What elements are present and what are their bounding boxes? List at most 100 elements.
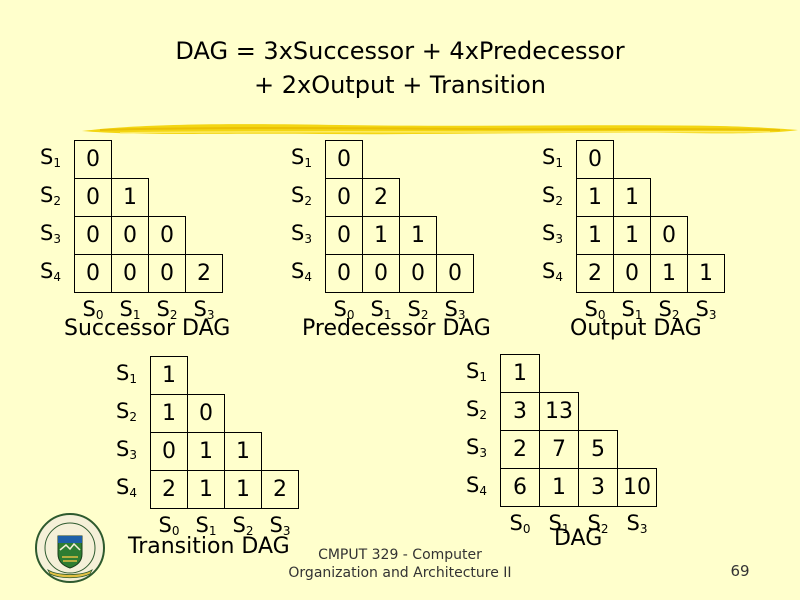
empty-cell bbox=[400, 179, 437, 217]
column-label: S0 bbox=[584, 297, 606, 322]
table-cell: 0 bbox=[111, 216, 149, 255]
table-cell: 6 bbox=[500, 468, 540, 507]
page-number: 69 bbox=[730, 562, 750, 580]
table-cell: 0 bbox=[325, 254, 363, 293]
table-cell: 1 bbox=[150, 356, 188, 395]
table-cell: 10 bbox=[617, 468, 657, 507]
empty-cell bbox=[186, 179, 223, 217]
row-label: S3 bbox=[116, 436, 137, 462]
table-cell: 1 bbox=[613, 216, 651, 255]
row-label: S3 bbox=[40, 220, 61, 246]
table-cell: 0 bbox=[436, 254, 474, 293]
table-cell: 0 bbox=[325, 140, 363, 179]
column-label: S3 bbox=[444, 297, 466, 322]
brush-stroke-divider bbox=[82, 124, 798, 135]
title-line-1: DAG = 3xSuccessor + 4xPredecessor bbox=[175, 37, 625, 65]
row-label: S2 bbox=[116, 398, 137, 424]
corner-cell bbox=[466, 507, 501, 546]
table-cell: 0 bbox=[613, 254, 651, 293]
row-label: S3 bbox=[291, 220, 312, 246]
empty-cell bbox=[618, 355, 657, 393]
table-cell: 1 bbox=[224, 470, 262, 509]
row-label: S4 bbox=[116, 474, 137, 500]
table-cell: 0 bbox=[362, 254, 400, 293]
transition-dag-label: Transition DAG bbox=[128, 534, 290, 559]
empty-cell bbox=[614, 141, 651, 179]
row-label: S1 bbox=[466, 358, 487, 384]
column-label: S2 bbox=[658, 297, 680, 322]
empty-cell bbox=[579, 393, 618, 431]
empty-cell bbox=[651, 141, 688, 179]
table-cell: 1 bbox=[399, 216, 437, 255]
table-cell: 2 bbox=[576, 254, 614, 293]
table-cell: 0 bbox=[74, 178, 112, 217]
row-label: S3 bbox=[466, 434, 487, 460]
empty-cell bbox=[651, 179, 688, 217]
table-cell: 3 bbox=[500, 392, 540, 431]
table-cell: 1 bbox=[187, 432, 225, 471]
empty-cell bbox=[437, 217, 474, 255]
row-label: S1 bbox=[542, 144, 563, 170]
table-cell: 0 bbox=[74, 140, 112, 179]
empty-cell bbox=[262, 433, 299, 471]
table-cell: 0 bbox=[148, 254, 186, 293]
empty-cell bbox=[225, 357, 262, 395]
table-cell: 0 bbox=[650, 216, 688, 255]
row-label: S4 bbox=[40, 258, 61, 284]
empty-cell bbox=[186, 217, 223, 255]
empty-cell bbox=[437, 141, 474, 179]
empty-cell bbox=[112, 141, 149, 179]
table-cell: 1 bbox=[111, 178, 149, 217]
column-label: S3 bbox=[269, 513, 291, 538]
row-label: S4 bbox=[291, 258, 312, 284]
table-cell: 2 bbox=[150, 470, 188, 509]
table-cell: 1 bbox=[539, 468, 579, 507]
column-label: S2 bbox=[587, 511, 609, 536]
row-label: S2 bbox=[466, 396, 487, 422]
table-cell: 0 bbox=[74, 254, 112, 293]
table-cell: 1 bbox=[362, 216, 400, 255]
column-label: S1 bbox=[621, 297, 643, 322]
table-cell: 0 bbox=[576, 140, 614, 179]
column-label: S2 bbox=[156, 297, 178, 322]
row-label: S4 bbox=[542, 258, 563, 284]
column-label: S0 bbox=[333, 297, 355, 322]
table-cell: 1 bbox=[576, 178, 614, 217]
empty-cell bbox=[363, 141, 400, 179]
table-cell: 2 bbox=[500, 430, 540, 469]
column-label: S0 bbox=[158, 513, 180, 538]
row-label: S2 bbox=[40, 182, 61, 208]
empty-cell bbox=[149, 141, 186, 179]
table-cell: 2 bbox=[261, 470, 299, 509]
table-cell: 0 bbox=[325, 178, 363, 217]
empty-cell bbox=[225, 395, 262, 433]
empty-cell bbox=[437, 179, 474, 217]
empty-cell bbox=[579, 355, 618, 393]
table-cell: 3 bbox=[578, 468, 618, 507]
course-footer-line-1: CMPUT 329 - Computer bbox=[318, 547, 482, 563]
course-footer-line-2: Organization and Architecture II bbox=[288, 565, 512, 581]
column-label: S1 bbox=[548, 511, 570, 536]
table-cell: 0 bbox=[399, 254, 437, 293]
predecessor-dag-label: Predecessor DAG bbox=[302, 316, 491, 341]
column-label: S0 bbox=[509, 511, 531, 536]
column-label: S3 bbox=[193, 297, 215, 322]
empty-cell bbox=[688, 141, 725, 179]
